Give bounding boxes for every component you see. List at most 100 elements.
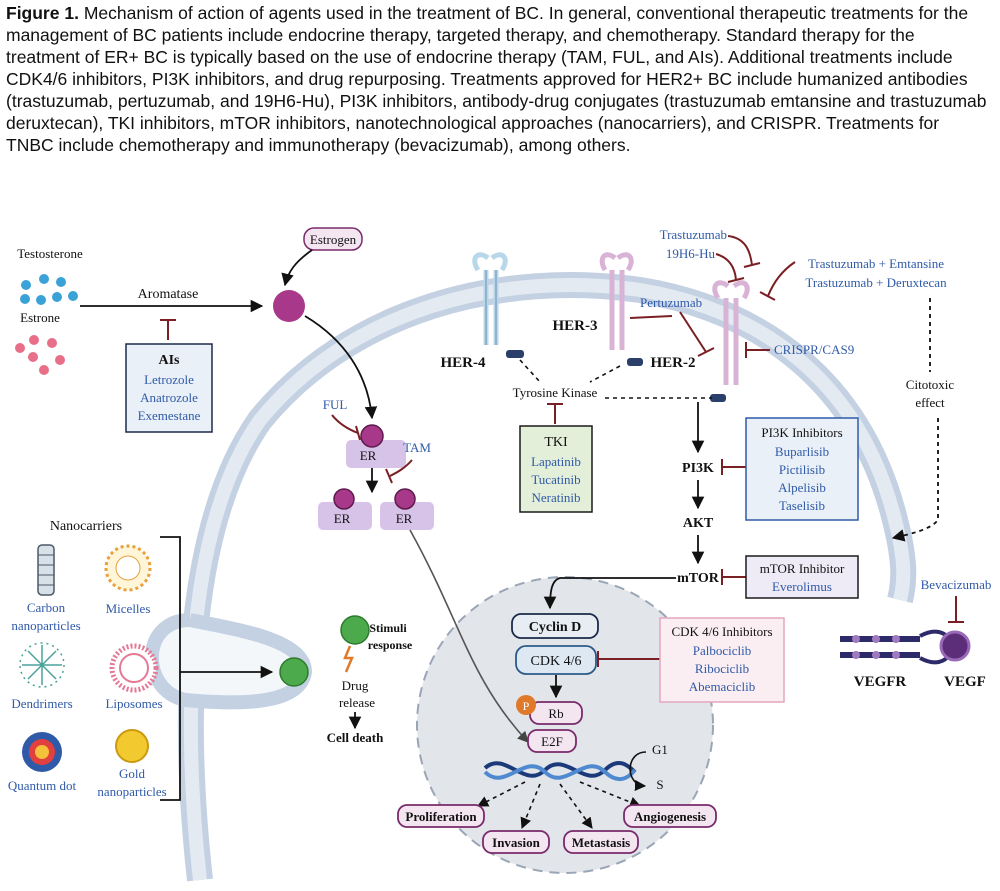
er-top-label: ER bbox=[360, 448, 377, 463]
outcome-invasion: Invasion bbox=[492, 835, 540, 850]
tki-title: TKI bbox=[544, 435, 568, 450]
estrone-label: Estrone bbox=[20, 310, 60, 325]
bevacizumab-inhibition bbox=[948, 596, 964, 623]
released-nanoparticle bbox=[340, 615, 370, 645]
pi3k-item-buparlisib: Buparlisib bbox=[775, 444, 829, 459]
her2-label: HER-2 bbox=[651, 355, 696, 371]
mtor-item-everolimus: Everolimus bbox=[772, 579, 832, 594]
ful-label: FUL bbox=[323, 397, 348, 412]
tam-inhibition bbox=[385, 459, 413, 484]
tk-dashes bbox=[519, 359, 712, 399]
outcome-invasion-pill bbox=[482, 830, 550, 854]
nanocarrier-liposomes: Liposomes bbox=[105, 696, 162, 711]
tki-item-tucatinib: Tucatinib bbox=[531, 472, 580, 487]
estrogen-pill bbox=[303, 227, 363, 251]
cdk46-label: CDK 4/6 bbox=[531, 654, 582, 669]
ais-box bbox=[125, 343, 213, 433]
er-to-e2f-arrow bbox=[409, 529, 529, 743]
dendrimer-icon bbox=[19, 642, 65, 688]
er-receptor-right bbox=[380, 502, 434, 530]
antibody-inhibitions bbox=[715, 235, 796, 301]
ais-inhibition bbox=[160, 319, 176, 340]
tam-label: TAM bbox=[403, 440, 431, 455]
ais-item-exemestane: Exemestane bbox=[138, 408, 201, 423]
nanocarriers-bracket bbox=[160, 536, 181, 801]
cdk-inhibitors-box bbox=[659, 617, 785, 703]
testosterone-molecules bbox=[20, 274, 78, 305]
vegfr-receptor bbox=[840, 629, 952, 665]
estrogen-molecule bbox=[273, 290, 305, 322]
ais-title: AIs bbox=[158, 353, 180, 368]
drug-label-2: release bbox=[339, 695, 375, 710]
vegf-ligand bbox=[939, 630, 971, 662]
pi3k-item-pictilisib: Pictilisib bbox=[779, 462, 825, 477]
cdk-inhibitors-title: CDK 4/6 Inhibitors bbox=[671, 624, 772, 639]
her2-receptor bbox=[710, 280, 750, 402]
quantum-dot-icon bbox=[22, 732, 62, 772]
pi3k-inhibition bbox=[721, 459, 746, 475]
cdk-item-ribociclib: Ribociclib bbox=[695, 661, 749, 676]
crispr-inhibition bbox=[745, 342, 770, 358]
er-left-ligand bbox=[333, 488, 355, 510]
nanocarriers-title: Nanocarriers bbox=[50, 519, 122, 534]
carbon-nanotube-icon bbox=[37, 544, 55, 596]
figure-caption: Figure 1. Mechanism of action of agents … bbox=[6, 2, 991, 156]
tki-box bbox=[519, 425, 593, 513]
citotoxic-dash-arrow bbox=[891, 418, 939, 542]
pi3k-inhibitors-box bbox=[745, 417, 859, 521]
er-top-ligand bbox=[360, 424, 384, 448]
e2f-pill bbox=[527, 729, 577, 753]
stimuli-label-1: Stimuli bbox=[369, 621, 407, 635]
cyclin-d-label: Cyclin D bbox=[529, 620, 582, 635]
outcome-angiogenesis: Angiogenesis bbox=[634, 809, 706, 824]
testosterone-label: Testosterone bbox=[17, 246, 83, 261]
citotoxic-label-1: Citotoxic bbox=[906, 377, 955, 392]
aromatase-label: Aromatase bbox=[138, 287, 199, 302]
her4-label: HER-4 bbox=[441, 355, 487, 371]
cdk-item-abemaciclib: Abemaciclib bbox=[689, 679, 755, 694]
er-receptor-top bbox=[346, 440, 406, 468]
cdk-item-palbociclib: Palbociclib bbox=[693, 643, 752, 658]
stimuli-bolt-icon bbox=[343, 645, 354, 673]
outcome-metastasis: Metastasis bbox=[572, 835, 631, 850]
tki-item-lapatinib: Lapatinib bbox=[531, 454, 581, 469]
mtor-label: mTOR bbox=[677, 571, 720, 586]
er-right-ligand bbox=[394, 488, 416, 510]
outcome-proliferation-pill bbox=[397, 804, 485, 828]
stimuli-label-2: response bbox=[368, 638, 413, 652]
her3-receptor bbox=[599, 252, 643, 366]
liposome-icon bbox=[109, 643, 159, 693]
mtor-inhibitor-title: mTOR Inhibitor bbox=[760, 561, 845, 576]
estrone-molecules bbox=[15, 335, 65, 375]
phosphate-circle bbox=[516, 695, 536, 715]
bevacizumab-label: Bevacizumab bbox=[921, 577, 992, 592]
estrogen-to-er-arrow bbox=[304, 315, 378, 420]
tki-item-neratinib: Neratinib bbox=[531, 490, 580, 505]
g1-label: G1 bbox=[652, 742, 668, 757]
er-receptor-left bbox=[318, 502, 372, 530]
cyclin-d-pill bbox=[511, 613, 599, 639]
mtor-inhibition bbox=[721, 569, 746, 585]
caption-label: Figure 1. bbox=[6, 3, 79, 23]
nanocarrier-carbon-line2: nanoparticles bbox=[11, 618, 80, 633]
h19-label: 19H6-Hu bbox=[666, 246, 716, 261]
vegfr-label: VEGFR bbox=[854, 674, 907, 690]
cdk-inhibition bbox=[597, 651, 660, 667]
ais-item-anatrozole: Anatrozole bbox=[140, 390, 198, 405]
internalized-nanoparticle bbox=[279, 657, 309, 687]
cell-cycle-arrow bbox=[629, 751, 647, 792]
e2f-label: E2F bbox=[541, 734, 563, 749]
drug-label-1: Drug bbox=[342, 678, 369, 693]
nanocarrier-gold-line1: Gold bbox=[119, 766, 146, 781]
estrogen-arrow bbox=[281, 249, 313, 287]
adc-deruxtecan-label: Trastuzumab + Deruxtecan bbox=[805, 275, 947, 290]
ful-inhibition bbox=[331, 414, 361, 441]
gold-nanoparticle-icon bbox=[115, 729, 149, 763]
pi3k-item-taselisib: Taselisib bbox=[779, 498, 825, 513]
nanocarrier-micelles: Micelles bbox=[106, 601, 151, 616]
dna-helix bbox=[483, 760, 637, 782]
er-right-label: ER bbox=[396, 511, 413, 526]
crispr-label: CRISPR/CAS9 bbox=[774, 342, 854, 357]
nanocarrier-carbon-line1: Carbon bbox=[27, 600, 66, 615]
pertuzumab-label: Pertuzumab bbox=[640, 295, 702, 310]
